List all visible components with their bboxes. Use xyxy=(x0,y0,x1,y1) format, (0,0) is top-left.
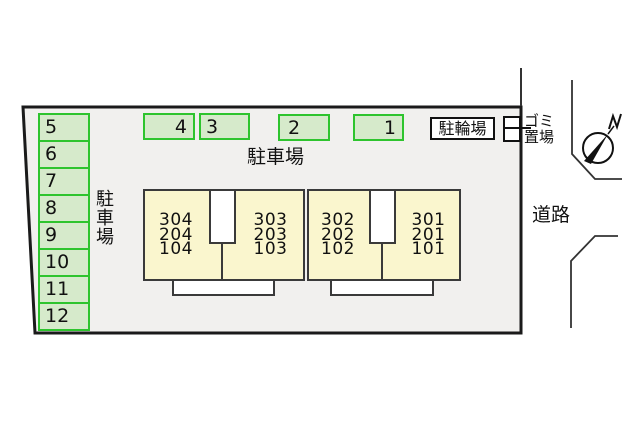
unit-number: 303 xyxy=(253,210,288,230)
unit-number: 103 xyxy=(253,239,288,259)
unit-stack-302: 302 202 102 xyxy=(307,210,369,259)
parking-stall-6: 6 xyxy=(38,140,90,169)
parking-stall-2: 2 xyxy=(278,114,330,141)
unit-number: 202 xyxy=(321,224,355,245)
parking-stall-10: 10 xyxy=(38,248,90,277)
unit-number: 304 xyxy=(159,210,193,230)
garbage-label-line1: ゴミ xyxy=(524,112,555,130)
parking-stall-7: 7 xyxy=(38,167,90,196)
unit-number: 203 xyxy=(253,224,288,245)
entrance-porch-east xyxy=(330,281,434,296)
left-parking-label: 駐車場 xyxy=(93,189,114,246)
top-parking-label: 駐車場 xyxy=(247,146,305,168)
parking-stall-9: 9 xyxy=(38,221,90,250)
unit-number: 101 xyxy=(411,239,446,259)
unit-stack-304: 304 204 104 xyxy=(143,210,209,259)
entrance-porch-west xyxy=(172,281,275,296)
unit-number: 104 xyxy=(159,239,193,259)
stairwell-east xyxy=(369,189,396,244)
unit-stack-301: 301 201 101 xyxy=(396,210,461,259)
road-edge-right-upper xyxy=(571,80,622,180)
garbage-area-label: ゴミ 置場 xyxy=(524,113,554,145)
unit-number: 302 xyxy=(321,210,355,230)
unit-number: 102 xyxy=(321,239,355,259)
parking-stall-12: 12 xyxy=(38,302,90,331)
unit-number: 204 xyxy=(159,224,193,245)
parking-stall-8: 8 xyxy=(38,194,90,223)
bicycle-parking-box: 駐輪場 xyxy=(430,117,495,140)
stairwell-west xyxy=(209,189,236,244)
parking-stall-11: 11 xyxy=(38,275,90,304)
north-arrow-icon xyxy=(582,112,622,164)
unit-divider-east xyxy=(381,244,383,281)
parking-stall-3: 3 xyxy=(199,113,250,140)
unit-stack-303: 303 203 103 xyxy=(236,210,305,259)
garbage-area-box xyxy=(503,116,521,142)
garbage-label-line2: 置場 xyxy=(524,128,555,146)
parking-stall-4: 4 xyxy=(143,113,195,140)
garbage-leader-line xyxy=(505,127,531,129)
unit-divider-west xyxy=(221,244,223,281)
unit-number: 201 xyxy=(411,224,446,245)
unit-number: 301 xyxy=(411,210,446,230)
parking-stall-1: 1 xyxy=(353,114,404,141)
parking-stall-5: 5 xyxy=(38,113,90,142)
road-edge-right-lower xyxy=(570,235,618,328)
road-label: 道路 xyxy=(532,204,571,226)
